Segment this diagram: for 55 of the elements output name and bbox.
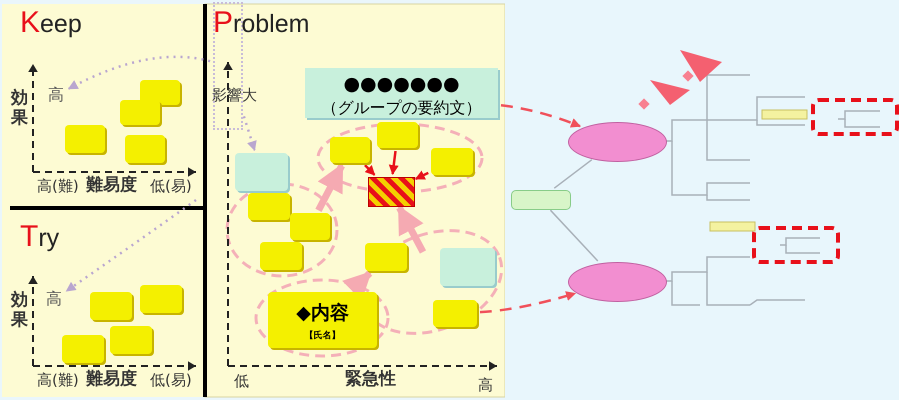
note-heading: ●●●●●●●: [342, 73, 461, 95]
content-note: [268, 292, 377, 348]
arrow: [480, 291, 576, 314]
sticky-note: [65, 125, 105, 153]
sticky-note: [433, 300, 477, 327]
sticky-note: [260, 242, 302, 270]
axis-end-label: 高: [46, 290, 64, 308]
section-title: Keep: [20, 8, 82, 38]
arrow: [364, 164, 376, 176]
section-title: Try: [20, 222, 60, 252]
sticky-note-mint: [235, 153, 288, 191]
note-text: （グループの要約文）: [320, 98, 482, 119]
sticky-note: [140, 285, 182, 313]
highlighted-note: [368, 177, 415, 207]
sticky-note-mint: [440, 248, 495, 286]
root-box: [511, 190, 571, 210]
arrow: [66, 198, 197, 292]
sticky-note: [330, 137, 370, 163]
section-title: Problem: [213, 8, 310, 38]
axis-label: 低(易): [150, 179, 192, 194]
sticky-note: [90, 292, 132, 320]
sticky-note: [377, 122, 418, 148]
sticky-note: [140, 80, 180, 105]
axis-label: 高(難): [37, 373, 79, 388]
sticky-note: [365, 243, 407, 271]
axis-end-label: 高: [48, 86, 66, 104]
summary-note: [305, 68, 498, 118]
axis-label: 低: [234, 374, 249, 389]
axis-label: 難易度: [86, 177, 137, 194]
arrow: [388, 150, 399, 176]
note-text: 【氏名】: [304, 329, 342, 342]
sticky-note: [248, 193, 290, 220]
connector-line: [554, 159, 592, 189]
arrow: [315, 163, 345, 212]
sticky-note: [110, 326, 152, 354]
sticky-note: [431, 148, 473, 175]
note-heading: ◆内容: [295, 301, 350, 326]
axis-label: 高(難): [37, 179, 79, 194]
sticky-note: [125, 135, 165, 163]
axis-label: 効果: [11, 88, 29, 128]
axis-label: 効果: [11, 290, 29, 330]
arrow: [396, 205, 426, 254]
axis-label: 難易度: [86, 371, 137, 388]
sticky-note: [120, 100, 160, 125]
axis-label: 影響大: [212, 88, 257, 103]
sticky-note: [62, 335, 104, 363]
connector-line: [550, 210, 598, 262]
arrow: [500, 104, 581, 128]
arrow: [414, 170, 429, 180]
axis-label: 緊急性: [345, 371, 396, 388]
axis-label: 高: [478, 378, 493, 393]
arrow: [68, 56, 210, 90]
axis-label: 低(易): [150, 373, 192, 388]
sticky-note: [290, 213, 330, 240]
arrow: [242, 116, 257, 152]
